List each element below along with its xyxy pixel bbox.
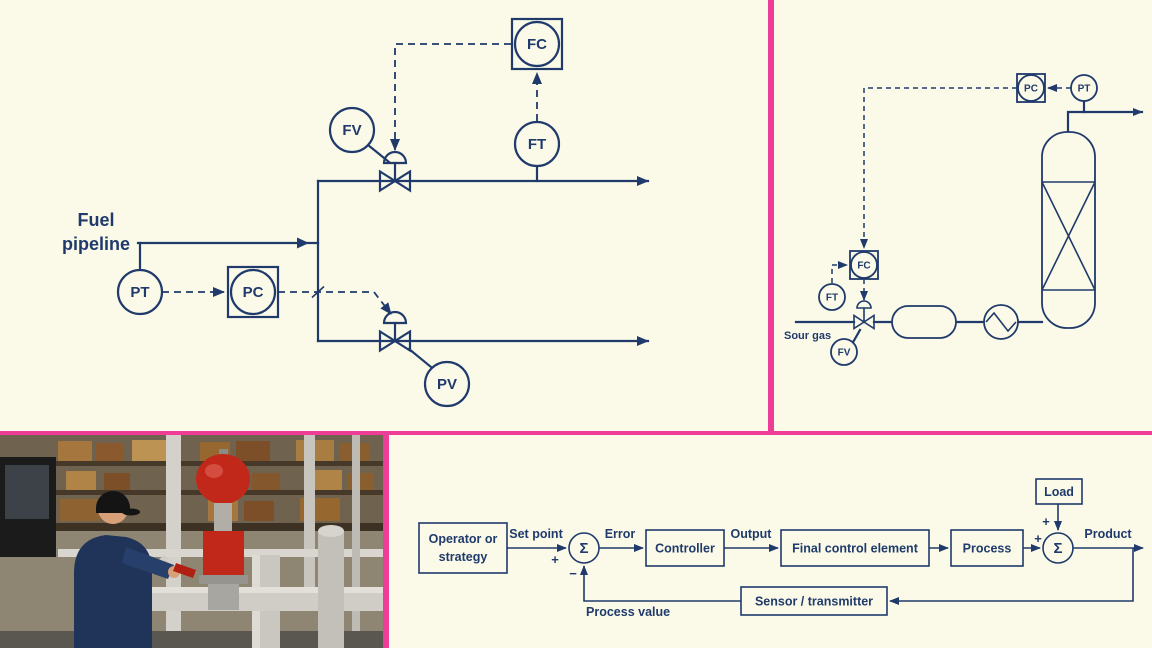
sensor-transmitter-box bbox=[740, 586, 888, 616]
process-label: Process bbox=[963, 542, 1012, 556]
fuel-title-line2: pipeline bbox=[62, 234, 130, 254]
product-label: Product bbox=[1084, 527, 1132, 541]
valve-actuator-dome bbox=[382, 150, 408, 165]
photo-worker-cap bbox=[95, 490, 130, 513]
photo-panel bbox=[0, 435, 383, 648]
photo-worker-cap-brim bbox=[122, 508, 140, 516]
photo-red-control-valve bbox=[196, 449, 250, 610]
control-loop-diagram: Operator or strategy Set point Σ Σ Error… bbox=[418, 478, 1144, 619]
fuel-title-line1: Fuel bbox=[77, 210, 114, 230]
connectors bbox=[507, 504, 1144, 605]
fc-label: FC bbox=[857, 261, 870, 272]
final-control-element-box bbox=[780, 529, 930, 567]
photo-monitor-screen bbox=[5, 465, 49, 519]
sum1-plus-sign: + bbox=[551, 552, 559, 567]
photo-worker-tool bbox=[173, 563, 196, 578]
output-label: Output bbox=[731, 527, 773, 541]
horizontal-vessel bbox=[891, 305, 957, 339]
signal-lines bbox=[162, 43, 542, 315]
pt-bubble bbox=[1070, 74, 1098, 102]
photo-industrial-worker bbox=[0, 435, 383, 648]
sour-gas-diagram-panel: PC PT FC FT FV Sour gas bbox=[774, 0, 1152, 431]
controller-label: Controller bbox=[655, 542, 715, 556]
pc-label: PC bbox=[1024, 84, 1038, 95]
pc-bubble bbox=[1017, 74, 1045, 102]
photo-warehouse-shelves bbox=[0, 435, 383, 531]
control-valve-bottom bbox=[378, 310, 412, 353]
summing-junction-1 bbox=[568, 532, 600, 564]
fc-bubble bbox=[513, 20, 561, 68]
fuel-pipeline-diagram: Fuel pipeline PT PC FV FC FT PV bbox=[62, 17, 650, 408]
operator-label-line2: strategy bbox=[439, 550, 488, 564]
gas-control-valve bbox=[853, 300, 875, 330]
sigma-symbol-1: Σ bbox=[579, 540, 588, 557]
photo-worker-arm bbox=[122, 547, 174, 579]
fv-label: FV bbox=[838, 348, 851, 359]
summing-junction-2 bbox=[1042, 532, 1074, 564]
pc-label: PC bbox=[243, 284, 264, 301]
sum2-plus-sign-top: + bbox=[1042, 514, 1050, 529]
fc-label: FC bbox=[527, 36, 547, 53]
error-label: Error bbox=[605, 527, 636, 541]
fuel-pipeline-diagram-panel: Fuel pipeline PT PC FV FC FT PV bbox=[0, 0, 768, 431]
operator-box bbox=[418, 522, 508, 574]
photo-pipes bbox=[150, 525, 383, 648]
pt-label: PT bbox=[1078, 84, 1091, 95]
ft-label: FT bbox=[528, 136, 546, 153]
load-label: Load bbox=[1044, 485, 1074, 499]
sensor-transmitter-label: Sensor / transmitter bbox=[755, 595, 873, 609]
signal-crossing-slash bbox=[311, 285, 325, 299]
process-box bbox=[950, 529, 1024, 567]
pc-bubble bbox=[229, 268, 277, 316]
sigma-symbol-2: Σ bbox=[1053, 540, 1062, 557]
sum2-plus-sign-left: + bbox=[1034, 531, 1042, 546]
feed-arrow bbox=[297, 237, 309, 249]
valve-actuator-dome bbox=[856, 300, 872, 309]
process-pipes bbox=[136, 143, 650, 369]
pv-label: PV bbox=[437, 376, 457, 393]
fv-label: FV bbox=[342, 122, 361, 139]
photo-worker bbox=[74, 490, 196, 648]
load-box bbox=[1035, 478, 1083, 505]
ft-bubble bbox=[513, 120, 561, 168]
packed-column bbox=[1041, 131, 1096, 329]
final-control-element-label: Final control element bbox=[792, 542, 919, 556]
process-value-label: Process value bbox=[586, 605, 670, 619]
heat-exchanger bbox=[983, 304, 1019, 340]
ft-label: FT bbox=[826, 293, 838, 304]
set-point-label: Set point bbox=[509, 527, 563, 541]
valve-actuator-dome bbox=[382, 310, 408, 325]
control-valve-top bbox=[378, 150, 412, 193]
sour-gas-label: Sour gas bbox=[784, 330, 831, 342]
sum1-minus-sign: − bbox=[569, 566, 577, 581]
pt-bubble bbox=[116, 268, 164, 316]
photo-worker-coveralls bbox=[74, 535, 152, 648]
control-loop-diagram-panel: Operator or strategy Set point Σ Σ Error… bbox=[389, 435, 1152, 648]
controller-box bbox=[645, 529, 725, 567]
fv-bubble bbox=[328, 106, 376, 154]
process-pipes bbox=[794, 99, 1144, 346]
sour-gas-diagram: PC PT FC FT FV Sour gas bbox=[784, 73, 1144, 366]
fv-bubble bbox=[830, 338, 858, 366]
pv-bubble bbox=[423, 360, 471, 408]
ft-bubble bbox=[818, 283, 846, 311]
pt-label: PT bbox=[130, 284, 149, 301]
fc-bubble bbox=[850, 251, 878, 279]
signal-lines bbox=[831, 84, 1071, 301]
operator-label-line1: Operator or bbox=[429, 532, 498, 546]
